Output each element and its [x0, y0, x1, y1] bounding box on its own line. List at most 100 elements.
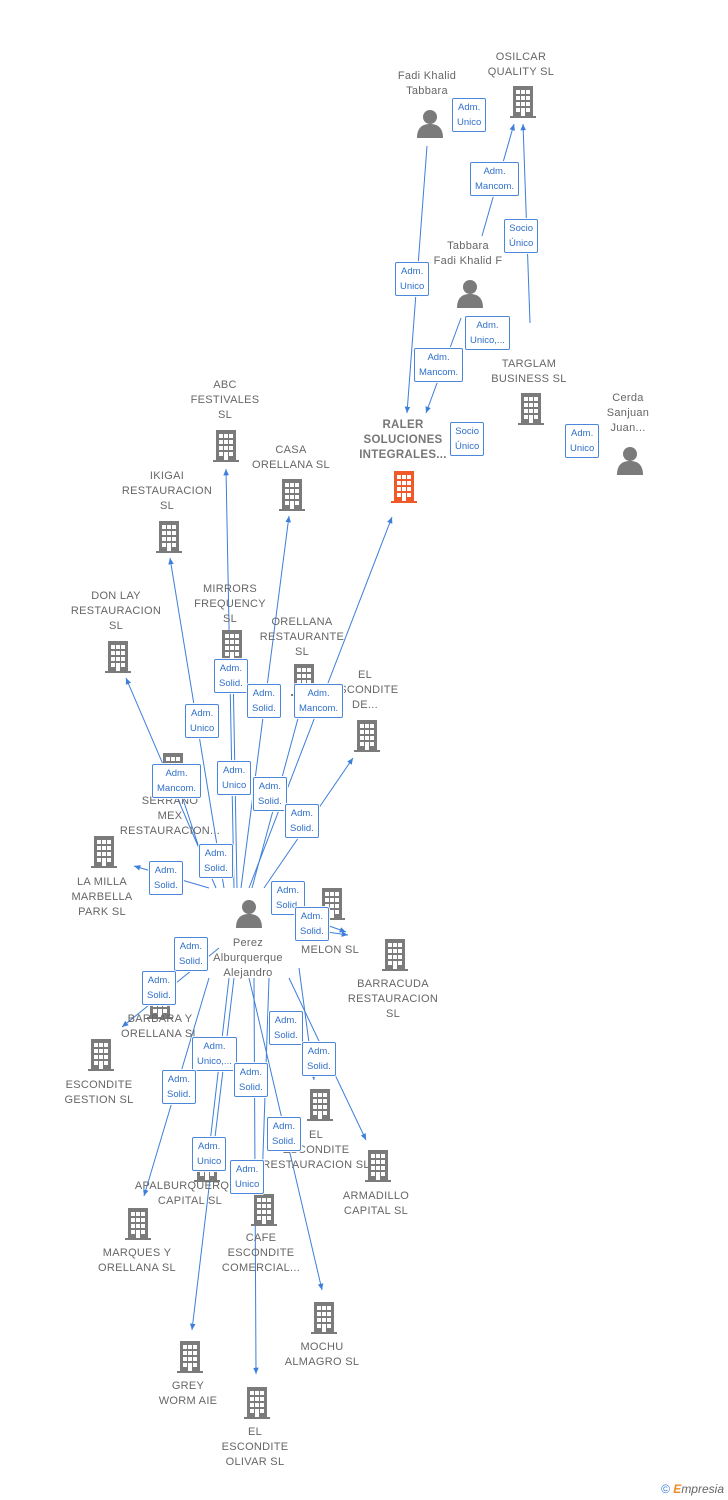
node-label: CAPITAL SL [158, 1195, 222, 1207]
building-icon [354, 720, 380, 752]
relation-label-line: Solid. [204, 863, 228, 874]
relation-label[interactable]: Adm.Solid. [149, 861, 183, 895]
relation-label-line: Adm. [300, 911, 323, 922]
relation-label-line: Solid. [300, 926, 324, 937]
relation-label[interactable]: Adm.Solid. [302, 1042, 336, 1076]
person-icon [236, 900, 262, 928]
relation-label-line: Adm. [401, 266, 424, 277]
node-label: INTEGRALES... [359, 449, 447, 461]
relation-label[interactable]: Adm.Solid. [267, 1117, 301, 1151]
relation-label[interactable]: Adm.Mancom. [294, 684, 344, 718]
relation-label[interactable]: Adm.Solid. [214, 659, 248, 693]
relation-label[interactable]: Adm.Mancom. [414, 348, 464, 382]
building-icon [382, 939, 408, 971]
relation-label-line: Unico,... [470, 335, 505, 346]
brand-logo-text: mpresia [681, 1482, 724, 1496]
node-label: SL [218, 409, 232, 421]
relation-label[interactable]: Adm.Unico [452, 98, 487, 132]
relation-label[interactable]: Adm.Solid. [285, 804, 319, 838]
relation-label-line: Adm. [198, 1141, 221, 1152]
relation-label[interactable]: Adm.Solid. [162, 1070, 196, 1104]
node-label: Juan... [610, 422, 645, 434]
relation-label[interactable]: Adm.Unico [565, 424, 600, 458]
relation-label-line: Solid. [239, 1082, 263, 1093]
building-icon [307, 1089, 333, 1121]
relation-label[interactable]: Adm.Unico [230, 1160, 265, 1194]
relation-label[interactable]: Adm.Unico [217, 761, 252, 795]
relation-label[interactable]: Adm.Unico [185, 704, 220, 738]
relation-label-line: Adm. [223, 765, 246, 776]
node-label: PARK SL [78, 906, 126, 918]
relation-label-line: Adm. [307, 688, 330, 699]
node-label: RESTAURACION SL [262, 1159, 370, 1171]
node-label: SL [295, 646, 309, 658]
node-label: Tabbara [447, 240, 489, 252]
relation-label-line: Mancom. [157, 783, 197, 794]
node-label: BUSINESS SL [491, 373, 566, 385]
node-melon[interactable]: MELON SL [301, 888, 359, 956]
relation-label[interactable]: Adm.Solid. [142, 971, 176, 1005]
node-label: ESCONDITE [228, 1247, 295, 1259]
relation-label[interactable]: Adm.Solid. [269, 1011, 303, 1045]
node-marques[interactable]: MARQUES Y ORELLANA SL [98, 1208, 176, 1274]
relation-label-line: Adm. [239, 1067, 262, 1078]
node-cafe[interactable]: CAFEESCONDITECOMERCIAL... [222, 1194, 300, 1274]
node-serrano[interactable]: SERRANOMEXRESTAURACION... [120, 753, 220, 837]
node-label: ORELLANA SL [98, 1262, 176, 1274]
relation-label-line: Unico [570, 443, 595, 454]
relation-label[interactable]: Adm. Solid. [234, 1063, 268, 1097]
node-escondite-de[interactable]: ELESCONDITEDE... [332, 669, 399, 752]
relation-label[interactable]: Adm.Solid. [174, 937, 208, 971]
node-raler[interactable]: RALERSOLUCIONESINTEGRALES... [359, 419, 447, 503]
relation-label[interactable]: Adm.Unico,... [192, 1037, 237, 1071]
relation-label-line: Unico,... [197, 1056, 232, 1067]
person-icon [457, 280, 483, 308]
node-label: RESTAURACION... [120, 825, 220, 837]
building-icon [91, 836, 117, 868]
node-label: MELON SL [301, 944, 359, 956]
node-label: OLIVAR SL [226, 1456, 285, 1468]
node-label: DON LAY [91, 590, 141, 602]
node-label: ESCONDITE [66, 1079, 133, 1091]
relation-label[interactable]: Adm.Solid. [253, 777, 287, 811]
relation-label[interactable]: Adm.Mancom. [152, 764, 202, 798]
node-label: MARQUES Y [103, 1247, 172, 1259]
relation-label[interactable]: Adm.Unico,... [465, 316, 510, 350]
relation-label[interactable]: Adm.Mancom. [470, 162, 520, 196]
node-label: RESTAURACION [71, 605, 161, 617]
node-label: Fadi Khalid [398, 70, 456, 82]
building-icon [518, 393, 544, 425]
building-icon [251, 1194, 277, 1226]
relation-label-line: Adm. [154, 865, 177, 876]
relation-label[interactable]: Adm. Solid. [295, 907, 329, 941]
node-label: ALMAGRO SL [285, 1356, 360, 1368]
relation-label[interactable]: Adm.Unico [192, 1137, 227, 1171]
relation-label[interactable]: Adm.Solid. [247, 684, 281, 718]
relation-label-line: Solid. [290, 823, 314, 834]
node-cerda[interactable]: CerdaSanjuanJuan... [607, 392, 649, 475]
relation-label[interactable]: Adm.Solid. [199, 844, 233, 878]
relation-label[interactable]: Adm.Unico [395, 262, 430, 296]
